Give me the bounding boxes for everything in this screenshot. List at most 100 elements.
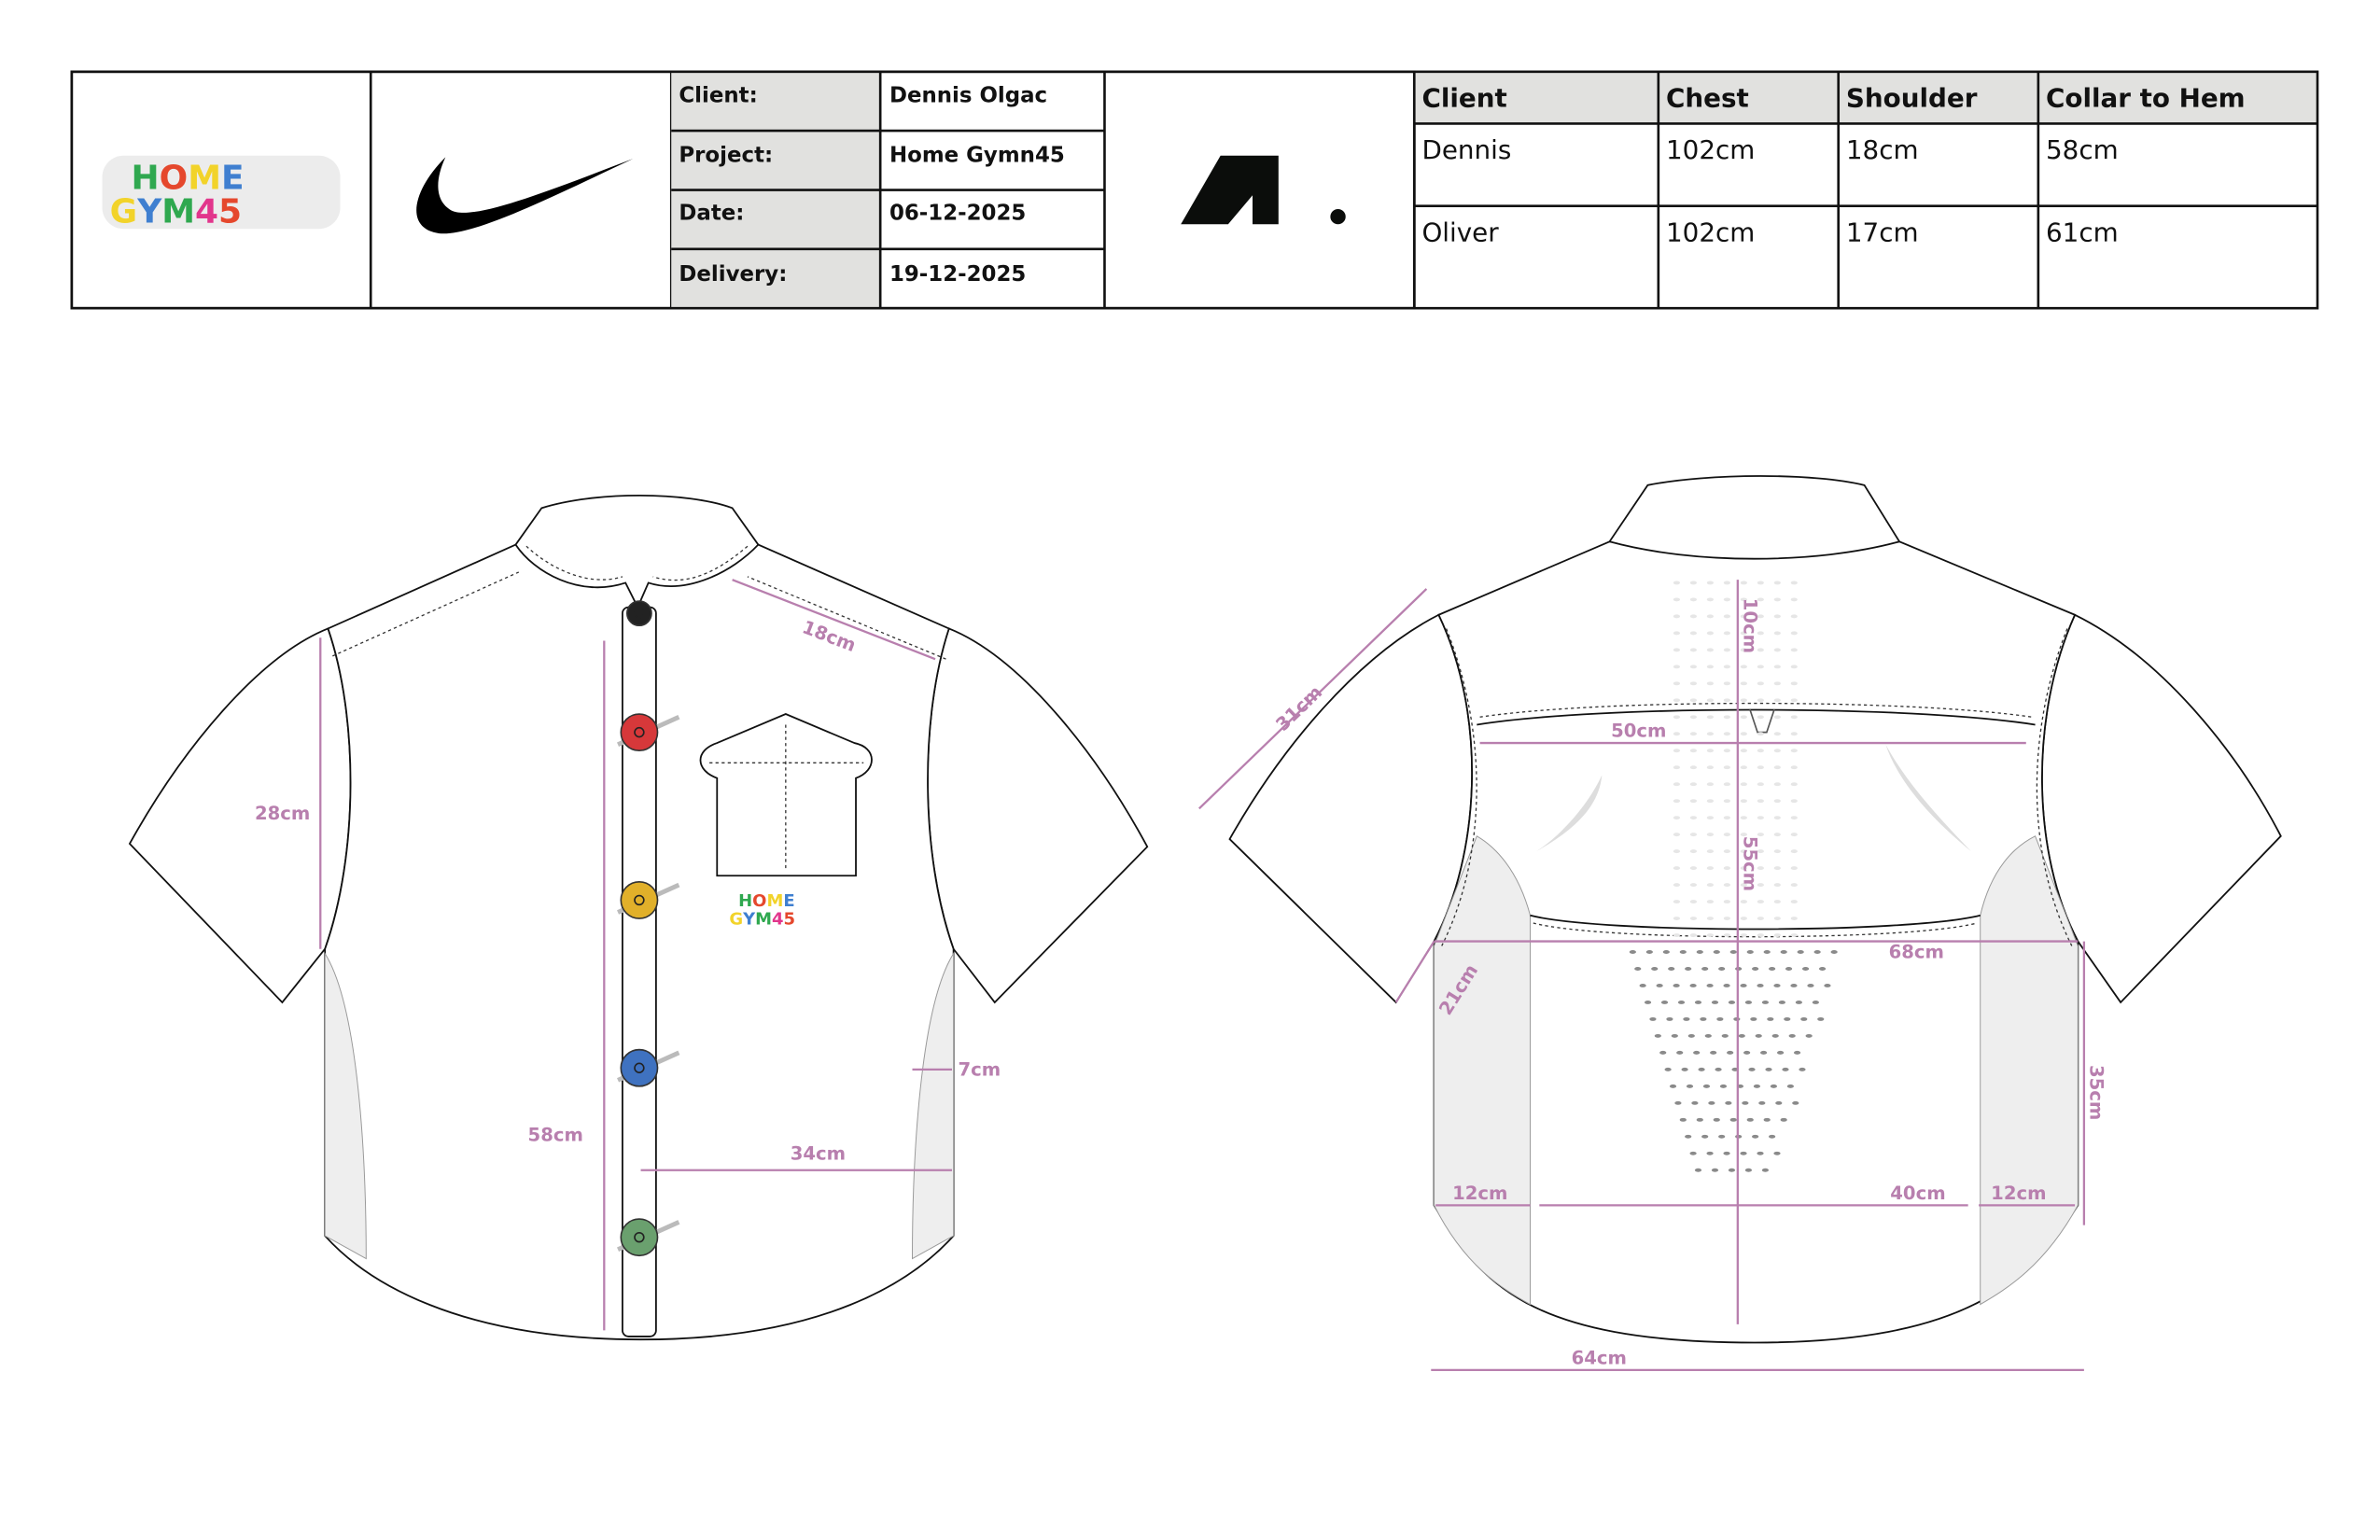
mesh-dot [1673,849,1681,854]
mesh-dot [1723,698,1730,703]
mesh-dot [1753,1084,1761,1088]
mesh-dot [1706,984,1714,987]
mesh-dot [1689,833,1698,837]
mesh-dot [1689,1151,1697,1155]
mesh-dot [1773,749,1781,753]
mesh-dot [1799,1067,1806,1071]
mesh-dot [1757,782,1764,787]
mesh-dot [1687,1033,1695,1038]
mesh-dot [1706,715,1715,720]
mesh-dot [1773,833,1781,837]
mesh-dot [1673,581,1681,585]
mesh-dot [1780,950,1787,954]
mesh-dot [1673,833,1681,837]
mesh-dot [1694,1000,1702,1004]
mesh-dot [1773,614,1781,619]
mesh-dot [1763,1117,1771,1122]
mesh-dot [1673,749,1681,753]
mesh-dot [1757,816,1764,820]
mesh-dot [1713,1117,1720,1122]
mesh-dot [1757,799,1764,804]
mesh-dot [1812,1000,1819,1004]
mesh-dot [1723,614,1730,619]
shirt-button [626,600,652,627]
mesh-dot [1740,765,1747,770]
mesh-dot [1757,631,1764,636]
table-header-row: Client Chest Shoulder Collar to Hem [1421,82,2245,113]
mesh-dot [1786,1084,1794,1088]
mesh-dot [1795,1000,1802,1004]
mesh-dot [1790,715,1798,720]
info-row-delivery: Delivery: 19-12-2025 [679,262,1026,287]
dim-panel-left: 12cm [1452,1183,1507,1204]
mesh-dot [1790,631,1798,636]
mesh-dot [1700,1016,1707,1021]
mesh-dot [1773,849,1781,854]
mesh-dot [1669,1084,1677,1088]
mesh-dot [1723,648,1730,652]
mesh-dot [1782,1067,1789,1071]
mesh-dot [1689,883,1698,888]
mesh-dot [1740,933,1747,937]
shirt-button [617,1048,680,1087]
collar [514,495,760,609]
info-row-client: Client: Dennis Olgac [679,84,1047,108]
dim-yoke-width: 50cm [1611,721,1666,742]
mesh-dot [1740,883,1747,888]
mesh-dot [1723,681,1730,686]
mesh-dot [1750,1016,1757,1021]
mesh-dot [1760,1050,1768,1055]
mesh-dot [1773,866,1781,871]
mesh-dot [1792,1100,1799,1105]
mesh-dot [1706,833,1715,837]
mesh-dot [1761,1168,1770,1172]
table-cell: 61cm [2046,217,2119,247]
mesh-dot [1681,1067,1688,1071]
mesh-dot [1740,614,1747,619]
mesh-dot [1634,967,1642,971]
table-row: Dennis 102cm 18cm 58cm [1421,134,2118,165]
mesh-dot [1778,1000,1785,1004]
mesh-dot [1790,849,1798,854]
mesh-dot [1727,1050,1734,1055]
mesh-dot [1757,900,1764,904]
mesh-dot [1757,597,1764,602]
mesh-dot [1685,1134,1692,1139]
mesh-dot [1769,1134,1776,1139]
mesh-dot [1666,1016,1673,1021]
mesh-dot [1689,799,1698,804]
mesh-dot [1773,883,1781,888]
mesh-dot [1757,933,1764,937]
dim-middle: 40cm [1890,1183,1945,1204]
mesh-dot [1689,597,1698,602]
mesh-dot [1723,816,1730,820]
left-sleeve [128,627,352,1004]
mesh-dot [1677,1000,1686,1004]
nike-swoosh-logo [416,157,634,234]
mesh-dot [1743,1050,1751,1055]
pocket-logo: HOME GYM45 [729,891,795,930]
a-brand-logo [1181,155,1346,225]
mesh-dot [1686,1084,1694,1088]
mesh-dot [1738,1033,1745,1038]
mesh-dot [1740,665,1747,669]
mesh-dot [1818,967,1827,971]
table-cell: 102cm [1666,134,1755,165]
mesh-dot [1740,581,1747,585]
mesh-dot [1790,648,1798,652]
mesh-dot [1689,917,1698,921]
mesh-dot [1716,1016,1724,1021]
mesh-dot [1757,765,1764,770]
mesh-dot [1683,1016,1690,1021]
mesh-dot [1757,883,1764,888]
mesh-dot [1723,1151,1730,1155]
mesh-dot [1723,665,1730,669]
mesh-dot [1729,1117,1737,1122]
mesh-dot [1729,950,1737,954]
mesh-dot [1689,665,1698,669]
mesh-dot [1773,631,1781,636]
mesh-dot [1673,681,1681,686]
mesh-dot [1693,1050,1701,1055]
mesh-dot [1706,917,1715,921]
mesh-dot [1689,816,1698,820]
